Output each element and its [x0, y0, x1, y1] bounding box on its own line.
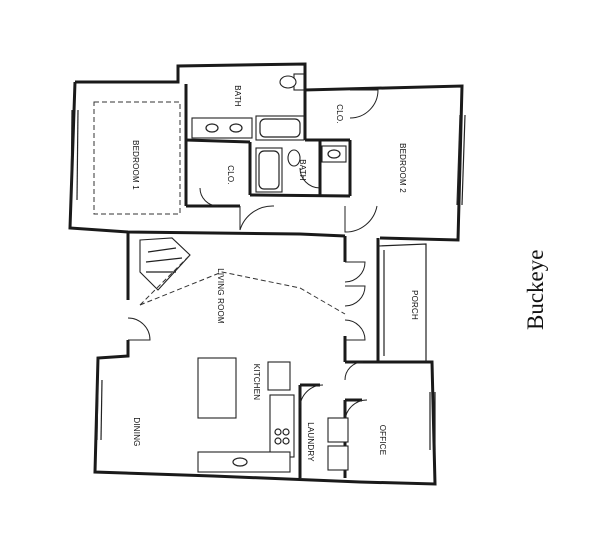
label-office: OFFICE [378, 425, 387, 456]
fixtures [93, 73, 349, 473]
label-bath-mid: BATH [298, 159, 307, 181]
label-laundry: LAUNDRY [306, 422, 315, 462]
label-dining: DINING [132, 417, 141, 446]
label-bath-top: BATH [233, 85, 242, 107]
label-kitchen: KITCHEN [252, 364, 261, 401]
plan-title: Buckeye [523, 250, 548, 330]
door-swings [127, 89, 379, 423]
label-closet-right: CLO. [335, 104, 344, 123]
label-bedroom1: BEDROOM 1 [131, 140, 140, 190]
label-living-room: LIVING ROOM [216, 268, 225, 324]
label-porch: PORCH [410, 290, 419, 320]
label-bedroom2: BEDROOM 2 [398, 143, 407, 193]
windows [70, 109, 466, 450]
room-labels: BEDROOM 1 BATH CLO. CLO. BATH BEDROOM 2 … [131, 85, 419, 462]
label-closet-left: CLO. [226, 165, 235, 184]
